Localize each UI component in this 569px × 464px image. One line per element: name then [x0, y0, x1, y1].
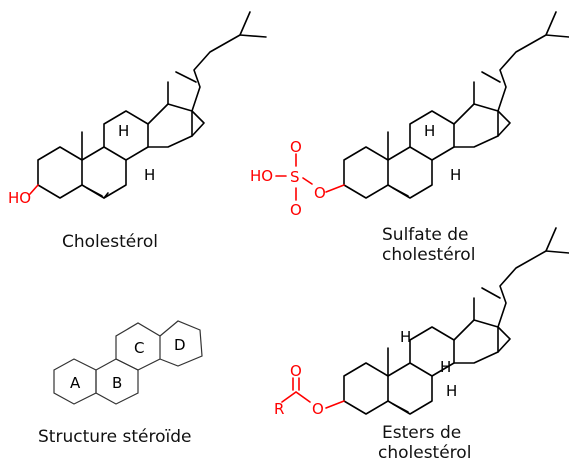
hydrogen-label: H [118, 122, 129, 140]
caption-ester-line2: cholestérol [378, 443, 471, 463]
steroid-skeleton: A B C D Structure stéroïde [38, 320, 203, 447]
r-group-label: R [274, 400, 284, 418]
cholesterol-structure: HO H H Cholestérol [8, 11, 267, 252]
caption-sulfate-line1: Sulfate de [382, 225, 468, 245]
ring-label-b: B [112, 374, 122, 392]
oxygen-label: O [314, 184, 326, 202]
ring-label-c: C [134, 339, 144, 357]
oxygen-label: O [312, 400, 324, 418]
ring-label-d: D [174, 336, 186, 354]
hydrogen-label: H [400, 328, 411, 346]
cholesterol-sulfate-structure: HO S O O O H H Sulfate de cholestérol [250, 11, 569, 265]
caption-ester-line1: Esters de [382, 423, 461, 443]
oxygen-label: O [290, 138, 302, 156]
hydroxyl-label: HO [8, 189, 31, 207]
cholesterol-ester-structure: R O O H H H Esters de cholestérol [274, 227, 569, 463]
ring-label-a: A [70, 374, 81, 392]
caption-steroid: Structure stéroïde [38, 427, 191, 447]
hydrogen-label: H [144, 166, 155, 184]
hydroxyl-label: HO [250, 167, 273, 185]
sulfur-label: S [290, 168, 300, 186]
hydrogen-label: H [450, 166, 461, 184]
oxygen-label: O [290, 362, 302, 380]
hydrogen-label: H [440, 358, 451, 376]
caption-sulfate-line2: cholestérol [382, 245, 475, 265]
caption-cholesterol: Cholestérol [62, 232, 158, 252]
oxygen-label: O [290, 201, 302, 219]
hydrogen-label: H [424, 122, 435, 140]
hydrogen-label: H [446, 382, 457, 400]
